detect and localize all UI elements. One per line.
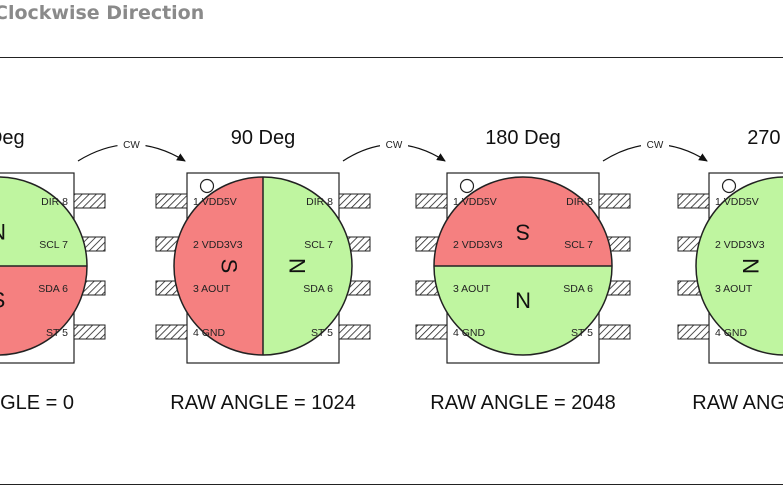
pin-right	[73, 193, 106, 209]
north-letter: N	[0, 220, 6, 245]
pin-label-right: DIR 8	[306, 196, 333, 208]
pin1-marker	[199, 178, 215, 194]
cw-label: CW	[123, 140, 140, 151]
south-letter: S	[516, 220, 531, 245]
pin-label-right: DIR 8	[41, 196, 68, 208]
pin-label-left: 1 VDD5V	[193, 196, 237, 208]
pin-label-left: 2 VDD3V3	[715, 239, 765, 251]
pin-label-left: 4 GND	[715, 327, 748, 339]
north-letter: N	[515, 288, 531, 313]
pin-left	[415, 324, 448, 340]
pin-label-right: ST 5	[311, 327, 333, 339]
cw-label-bg	[117, 137, 146, 151]
south-letter: S	[217, 259, 242, 274]
angle-label: 180 Deg	[485, 127, 561, 149]
south-pole	[434, 177, 612, 266]
magnet-outline	[173, 176, 353, 356]
raw-angle-label: RAW ANGLE = 0	[0, 392, 74, 414]
north-letter: N	[739, 258, 764, 274]
raw-angle-label: RAW ANGLE = 1024	[170, 392, 355, 414]
north-letter: N	[285, 258, 310, 274]
raw-angle-label: RAW ANGLE = 2048	[430, 392, 615, 414]
magnet-outline	[433, 176, 613, 356]
north-pole	[696, 177, 783, 355]
pin-left	[415, 193, 448, 209]
pin-label-left: 4 GND	[453, 327, 486, 339]
pin-label-right: ST 5	[46, 327, 68, 339]
cw-label: CW	[647, 140, 664, 151]
angle-label: 270 Deg	[747, 127, 783, 149]
cw-label: CW	[386, 140, 403, 151]
pin-label-left: 3 AOUT	[453, 283, 491, 295]
pin1-marker	[721, 178, 737, 194]
pin-label-left: 3 AOUT	[715, 283, 753, 295]
pin-label-right: ST 5	[571, 327, 593, 339]
cw-arrow: CW	[77, 137, 186, 162]
south-pole	[174, 177, 263, 355]
south-pole	[0, 266, 87, 355]
cw-label-bg	[641, 137, 669, 151]
pin-right	[338, 324, 371, 340]
pin-label-right: SDA 6	[303, 283, 333, 295]
south-letter: S	[0, 288, 5, 313]
pin-label-right: SCL 7	[564, 239, 593, 251]
angle-label: 90 Deg	[231, 127, 296, 149]
magnet: NS	[173, 176, 353, 356]
bottom-divider	[0, 484, 783, 485]
pin-label-right: DIR 8	[566, 196, 593, 208]
pin-label-left: 3 AOUT	[193, 283, 231, 295]
north-pole	[263, 177, 352, 355]
pin-left	[677, 193, 710, 209]
raw-angle-label: RAW ANGLE = 3072	[692, 392, 783, 414]
pin-right	[73, 324, 106, 340]
section-heading: Clockwise Direction	[0, 2, 205, 24]
pin-label-left: 4 GND	[193, 327, 226, 339]
pin1-marker	[459, 178, 475, 194]
magnet-outline	[0, 176, 88, 356]
cw-arrow: CW	[602, 137, 708, 162]
magnet-outline	[695, 176, 783, 356]
pin-left	[677, 324, 710, 340]
pin-label-left: 1 VDD5V	[715, 196, 759, 208]
magnet: NS	[433, 176, 613, 356]
cw-label-bg	[380, 137, 408, 151]
pin-label-left: 2 VDD3V3	[193, 239, 243, 251]
pin-label-right: SDA 6	[563, 283, 593, 295]
cw-arrow: CW	[342, 137, 446, 162]
pin-label-right: SCL 7	[39, 239, 68, 251]
pin-label-left: 1 VDD5V	[453, 196, 497, 208]
pin-left	[155, 193, 188, 209]
north-pole	[434, 266, 612, 355]
pin-label-right: SDA 6	[38, 283, 68, 295]
pin-right	[598, 193, 631, 209]
pin-right	[598, 324, 631, 340]
pin-label-left: 2 VDD3V3	[453, 239, 503, 251]
magnet: NS	[0, 176, 88, 356]
magnet: NS	[695, 176, 783, 356]
angle-label: 0 Deg	[0, 127, 25, 149]
pin-label-right: SCL 7	[304, 239, 333, 251]
pin-right	[338, 193, 371, 209]
top-divider	[0, 57, 783, 58]
pin-left	[155, 324, 188, 340]
north-pole	[0, 177, 87, 266]
